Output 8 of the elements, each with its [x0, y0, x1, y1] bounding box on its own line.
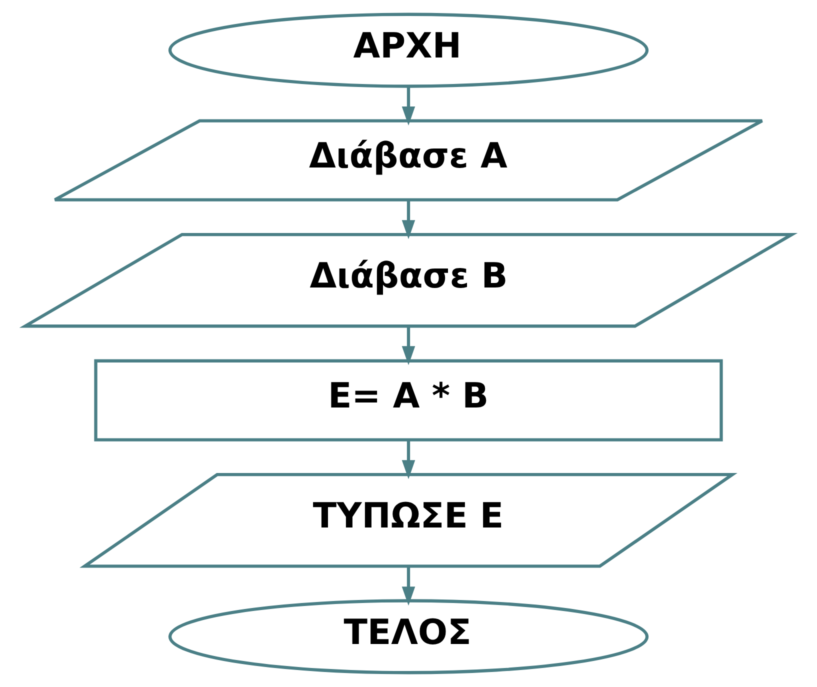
node-ellipse: ΑΡΧΗ — [168, 12, 649, 88]
arrow — [402, 200, 416, 240]
arrow — [402, 86, 416, 126]
arrow — [402, 326, 416, 366]
arrow — [402, 440, 416, 480]
node-ellipse: ΤΕΛΟΣ — [168, 599, 649, 674]
node-box: Ε= Α * Β — [94, 359, 723, 442]
arrow — [402, 566, 416, 606]
